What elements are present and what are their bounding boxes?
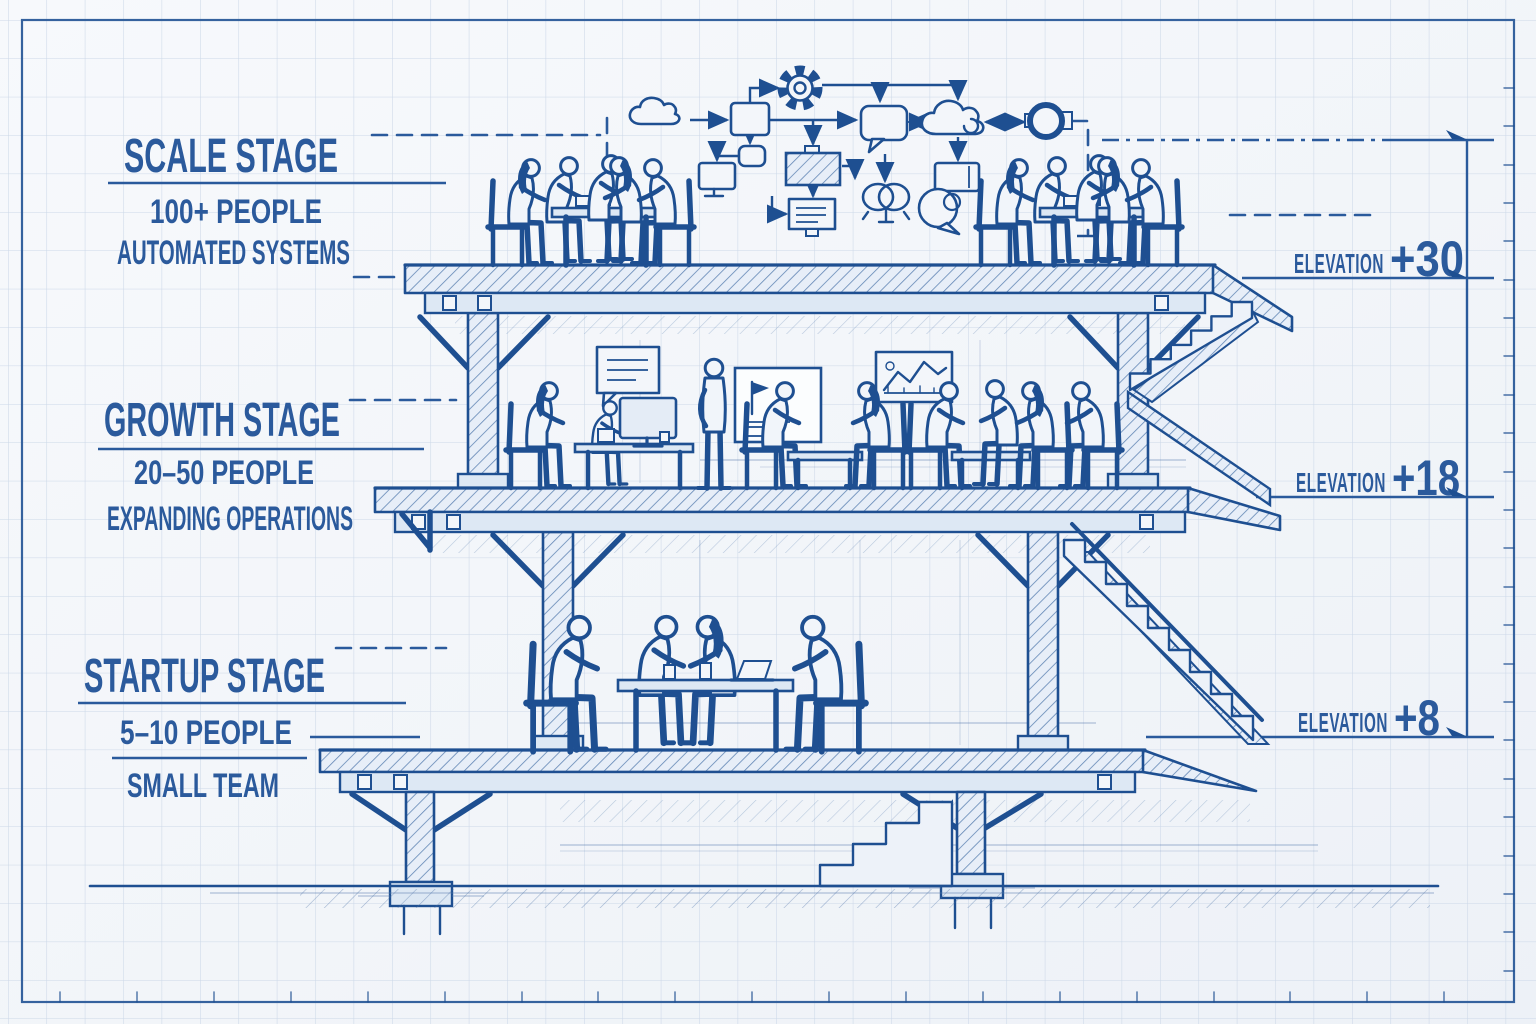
elevation-dimensions: ELEVATION +30 ELEVATION +18 ELEVATION +8 — [1102, 130, 1494, 746]
elevation-18-label: ELEVATION — [1296, 467, 1386, 498]
elevation-18-arrowhead — [1446, 487, 1468, 497]
middle-staircase — [1062, 522, 1271, 745]
growth-descriptor: EXPANDING OPERATIONS — [107, 500, 353, 538]
monitor-icon — [697, 161, 737, 198]
scale-stage-title: SCALE STAGE — [124, 130, 338, 183]
automation-flowchart — [690, 65, 1099, 238]
scale-team-left — [488, 156, 694, 268]
upper-stair-steps — [1128, 300, 1254, 392]
middle-stair-railing — [1070, 522, 1264, 722]
laptop-icon — [729, 660, 775, 682]
desk-monitor-icon — [618, 396, 678, 448]
gear-icon — [777, 65, 823, 111]
upper-staircase — [1126, 300, 1272, 508]
startup-descriptor: SMALL TEAM — [127, 767, 279, 805]
growth-desk — [573, 442, 695, 454]
growth-table-right — [950, 450, 1032, 462]
line-chart-icon — [874, 350, 954, 404]
growth-table-center — [786, 450, 864, 462]
lower-flight-band — [1126, 389, 1272, 508]
scale-descriptor: AUTOMATED SYSTEMS — [117, 234, 350, 272]
scale-team-right — [976, 156, 1182, 268]
roof-arrowhead — [1446, 130, 1468, 140]
link-icon — [861, 182, 911, 224]
startup-stage-title: STARTUP STAGE — [84, 650, 325, 703]
startup-table — [616, 678, 795, 693]
process-box-icon — [729, 101, 771, 137]
ground-staircase — [818, 799, 954, 888]
browser-box-icon — [933, 161, 981, 193]
small-cloud-icon — [628, 96, 681, 126]
growth-people-count: 20–50 PEOPLE — [134, 454, 314, 492]
flow-drop-dashed — [1070, 119, 1090, 236]
scale-floor-edge-wedge — [1211, 263, 1294, 333]
scale-floor-slab — [403, 263, 1294, 333]
elevation-8-callout: ELEVATION +8 — [1146, 690, 1494, 746]
growth-floor-corbel — [399, 509, 433, 553]
startup-floor-slab — [318, 748, 1258, 794]
middle-stair-steps — [1062, 538, 1255, 742]
stage-label-growth: GROWTH STAGE 20–50 PEOPLE EXPANDING OPER… — [98, 394, 458, 538]
speech-bubble-icon — [859, 104, 909, 154]
elevation-8-label: ELEVATION — [1298, 707, 1388, 738]
elevation-30-arrowhead — [1446, 268, 1468, 278]
shaded-box-icon — [784, 145, 842, 187]
startup-people-count: 5–10 PEOPLE — [120, 714, 292, 752]
stage-label-scale: SCALE STAGE 100+ PEOPLE AUTOMATED SYSTEM… — [108, 96, 681, 279]
chat-bubble-icon — [917, 187, 962, 236]
elevation-18-callout: ELEVATION +18 — [1256, 450, 1494, 506]
elevation-30-callout: ELEVATION +30 — [1242, 231, 1494, 287]
startup-floor-edge-wedge — [1141, 748, 1258, 793]
growth-stage-title: GROWTH STAGE — [104, 394, 340, 447]
growth-team — [506, 359, 1122, 488]
interior-background — [430, 316, 1318, 852]
scale-people-count: 100+ PEOPLE — [150, 193, 322, 231]
startup-team — [527, 617, 866, 752]
lens-icon — [1024, 102, 1073, 140]
small-box-icon — [737, 144, 767, 168]
ruler-ticks-right — [1503, 87, 1515, 972]
growth-floor-edge-wedge — [1186, 486, 1282, 532]
soil-hatch — [300, 889, 1430, 908]
elevation-8-arrowhead — [1446, 727, 1468, 737]
ruler-ticks-bottom — [59, 991, 1445, 1003]
elevation-30-label: ELEVATION — [1294, 248, 1384, 279]
document-icon — [787, 197, 837, 237]
growth-floor-slab — [373, 486, 1282, 553]
cloud-icon — [920, 99, 985, 136]
ground-plane — [88, 884, 1440, 908]
stage-label-startup: STARTUP STAGE 5–10 PEOPLE SMALL TEAM — [78, 646, 448, 805]
sheet-border — [20, 18, 1516, 1004]
